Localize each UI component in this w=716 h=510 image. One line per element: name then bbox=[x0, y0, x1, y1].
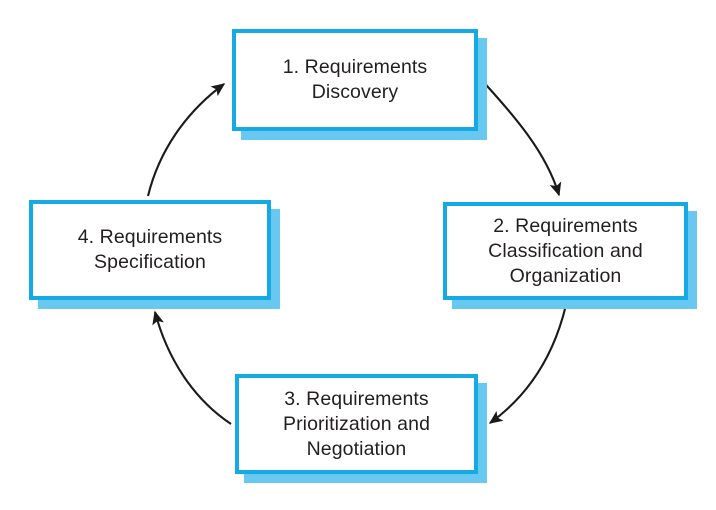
node-label: 3. Requirements Prioritization and Negot… bbox=[282, 387, 431, 460]
arrow-3-to-4 bbox=[152, 310, 232, 425]
node-requirements-discovery[interactable]: 1. Requirements Discovery bbox=[232, 29, 487, 140]
node-label: 2. Requirements Classification and Organ… bbox=[488, 214, 643, 287]
node-requirements-prioritization-and-negotiation[interactable]: 3. Requirements Prioritization and Negot… bbox=[235, 374, 487, 483]
node-box[interactable]: 2. Requirements Classification and Organ… bbox=[443, 202, 688, 300]
arrow-1-to-2 bbox=[478, 76, 562, 197]
node-box[interactable]: 3. Requirements Prioritization and Negot… bbox=[235, 374, 478, 474]
node-requirements-specification[interactable]: 4. Requirements Specification bbox=[29, 200, 280, 309]
node-box[interactable]: 4. Requirements Specification bbox=[29, 200, 271, 300]
node-label: 1. Requirements Discovery bbox=[282, 56, 428, 103]
node-requirements-classification-and-organization[interactable]: 2. Requirements Classification and Organ… bbox=[443, 202, 697, 309]
node-label: 4. Requirements Specification bbox=[77, 226, 223, 273]
arrow-2-to-3 bbox=[488, 304, 568, 424]
arrow-4-to-1 bbox=[146, 83, 226, 197]
node-box[interactable]: 1. Requirements Discovery bbox=[232, 29, 478, 131]
